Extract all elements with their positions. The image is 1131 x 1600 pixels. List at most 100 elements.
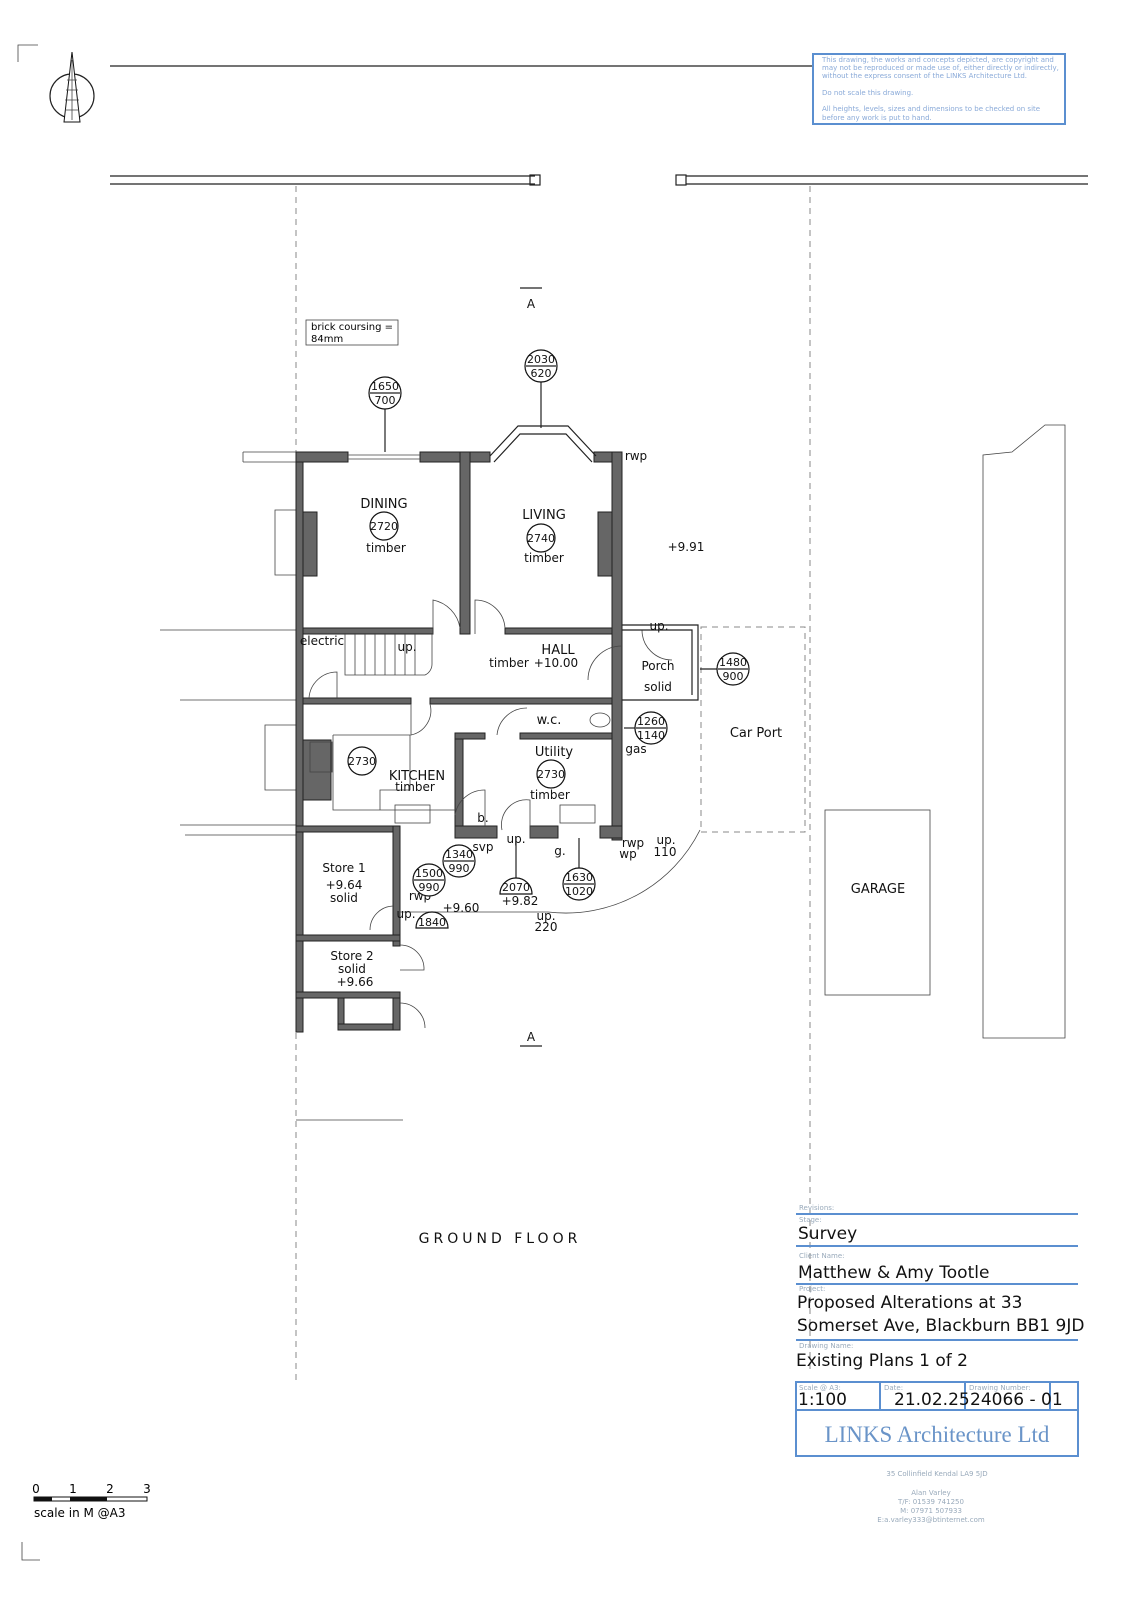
title_block-contact-1: T/F: 01539 741250: [897, 1498, 964, 1506]
room-store-2: Store 2: [330, 949, 373, 963]
corner-mark: [21, 1542, 40, 1561]
annotations-yard_level2: +9.82: [502, 894, 539, 908]
tags-dining_ceiling: 2720: [370, 520, 398, 533]
notice-lines-2: without the express consent of the LINKS…: [822, 72, 1027, 80]
drawing-name: Existing Plans 1 of 2: [796, 1351, 968, 1371]
section-marker-bottom: A: [520, 1030, 542, 1047]
stage-value: Survey: [798, 1224, 857, 1244]
note_brick-0: brick coursing =: [311, 322, 393, 333]
brick-coursing-note: brick coursing = 84mm: [305, 319, 399, 346]
annotations-up: up.: [396, 907, 415, 921]
annotations-g: g.: [554, 844, 565, 858]
annotations-store2_level: +9.66: [337, 975, 374, 989]
room-utility: Utility: [535, 745, 574, 760]
annotations-yard_level1: +9.60: [443, 901, 480, 915]
title_block-address: 35 Collinfield Kendal LA9 5JD: [886, 1470, 987, 1478]
tags-bay_window-0: 2030: [527, 353, 555, 366]
tags-wc_window-1: 1140: [637, 729, 665, 742]
title-block: Revisions: Stage: Survey Client Name: Ma…: [795, 1204, 1084, 1524]
company-logo: LINKS Architecture Ltd: [825, 1422, 1050, 1447]
annotations-timber: timber: [524, 551, 564, 565]
annotations-electric: electric: [300, 634, 344, 648]
door-tag-back: 2070: [499, 838, 533, 895]
notice-lines-5: before any work is put to hand.: [822, 114, 932, 122]
annotations-up: up.: [649, 619, 668, 633]
annotations-solid: solid: [330, 891, 358, 905]
room-car-port: Car Port: [730, 726, 782, 741]
annotations-rwp: rwp: [625, 449, 647, 463]
section-marker-top: A: [520, 287, 542, 311]
scale_bar-ticks-2: 2: [106, 1482, 114, 1496]
corner-mark: [17, 44, 38, 62]
annotations-up: up.: [656, 833, 675, 847]
annotations-hall_level: +10.00: [534, 656, 578, 670]
utility-sink-icon: [559, 804, 596, 824]
tags-kitchen_ceiling: 2730: [348, 755, 376, 768]
section_label: A: [527, 297, 536, 311]
tags-store_window-0: 1500: [415, 867, 443, 880]
door-tag-store: 1840: [415, 911, 449, 929]
ceiling-tag-utility: 2730: [536, 759, 566, 789]
tags-porch_window-0: 1480: [719, 656, 747, 669]
title_block-date_label: Date:: [884, 1384, 903, 1392]
title_block-contact-2: M: 07971 507933: [900, 1507, 962, 1515]
notice-lines-4: All heights, levels, sizes and dimension…: [822, 105, 1040, 113]
annotations-timber: timber: [395, 780, 435, 794]
scale_bar-ticks-0: 0: [32, 1482, 40, 1496]
room-porch: Porch: [641, 659, 674, 673]
annotations-store1_level: +9.64: [326, 878, 363, 892]
dining-window: [348, 454, 420, 460]
tags-back_door-0: 2070: [502, 881, 530, 894]
scale_bar-caption: scale in M @A3: [34, 1506, 126, 1520]
title_block-scale_label: Scale @ A3:: [799, 1384, 841, 1392]
tags-wc_window-0: 1260: [637, 715, 665, 728]
tags-store_door-0: 1840: [418, 916, 446, 929]
annotations-rwp: rwp: [622, 836, 644, 850]
hob-icon: [309, 741, 333, 773]
annotations-up: up.: [536, 909, 555, 923]
title_block-client_label: Client Name:: [799, 1252, 845, 1260]
title_block-revisions_label: Revisions:: [799, 1204, 834, 1212]
title_block-number_label: Drawing Number:: [969, 1384, 1031, 1392]
staircase: [344, 634, 433, 676]
date-value: 21.02.25: [894, 1390, 970, 1410]
tags-bay_window-1: 620: [531, 367, 552, 380]
tags-dining_window-1: 700: [375, 394, 396, 407]
drawing-number: 24066 - 01: [970, 1390, 1063, 1410]
north-arrow-icon: [49, 51, 95, 123]
title_block-contact-0: Alan Varley: [911, 1489, 951, 1497]
notice-lines-1: may not be reproduced or made use of, ei…: [822, 64, 1059, 72]
doors: [308, 599, 701, 1029]
tags-utility_window-1: 1020: [565, 885, 593, 898]
front-boundary: [110, 174, 1088, 186]
annotations-b: b.: [477, 811, 488, 825]
annotations-timber: timber: [530, 788, 570, 802]
annotations-gas: gas: [625, 742, 646, 756]
annotations-up: up.: [397, 640, 416, 654]
project-line-1: Proposed Alterations at 33: [797, 1293, 1023, 1313]
tags-living_ceiling: 2740: [527, 532, 555, 545]
copyright-notice: This drawing, the works and concepts dep…: [812, 53, 1066, 125]
annotations-svp: svp: [473, 840, 494, 854]
ceiling-tag-living: 2740: [526, 523, 556, 553]
room-kitchen: KITCHEN: [389, 769, 445, 784]
tags-store_window-1: 990: [419, 881, 440, 894]
annotations-step110: 110: [654, 845, 677, 859]
title_block-drawing_name_label: Drawing Name:: [799, 1342, 853, 1350]
scale_bar-ticks-1: 1: [69, 1482, 77, 1496]
tags-utility_ceiling: 2730: [537, 768, 565, 781]
walls: [295, 451, 623, 1033]
title_block-stage_label: Stage:: [799, 1216, 822, 1224]
annotations-solid: solid: [644, 680, 672, 694]
ceiling-tag-dining: 2720: [369, 511, 399, 541]
bay-window: [489, 425, 597, 463]
toilet-icon: [589, 712, 611, 728]
